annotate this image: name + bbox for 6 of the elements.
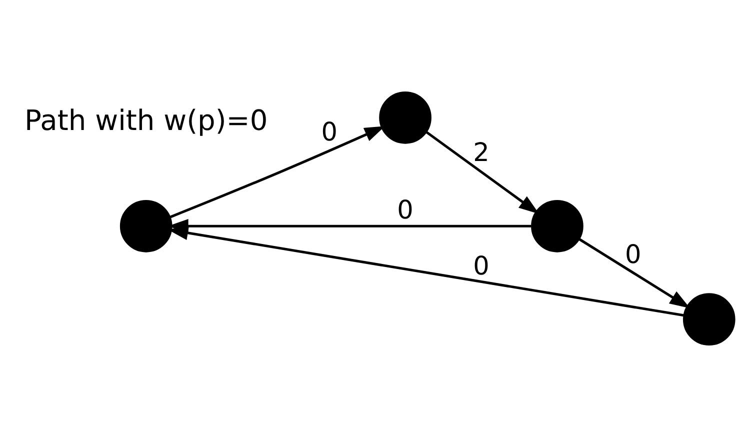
edge-label: 0 [397, 196, 414, 226]
edge-label: 0 [473, 252, 490, 282]
edge-label: 2 [473, 138, 490, 168]
edge-label: 0 [625, 240, 642, 270]
edge-label: 0 [321, 118, 338, 148]
label: Path with w(p)=0 [24, 104, 268, 137]
